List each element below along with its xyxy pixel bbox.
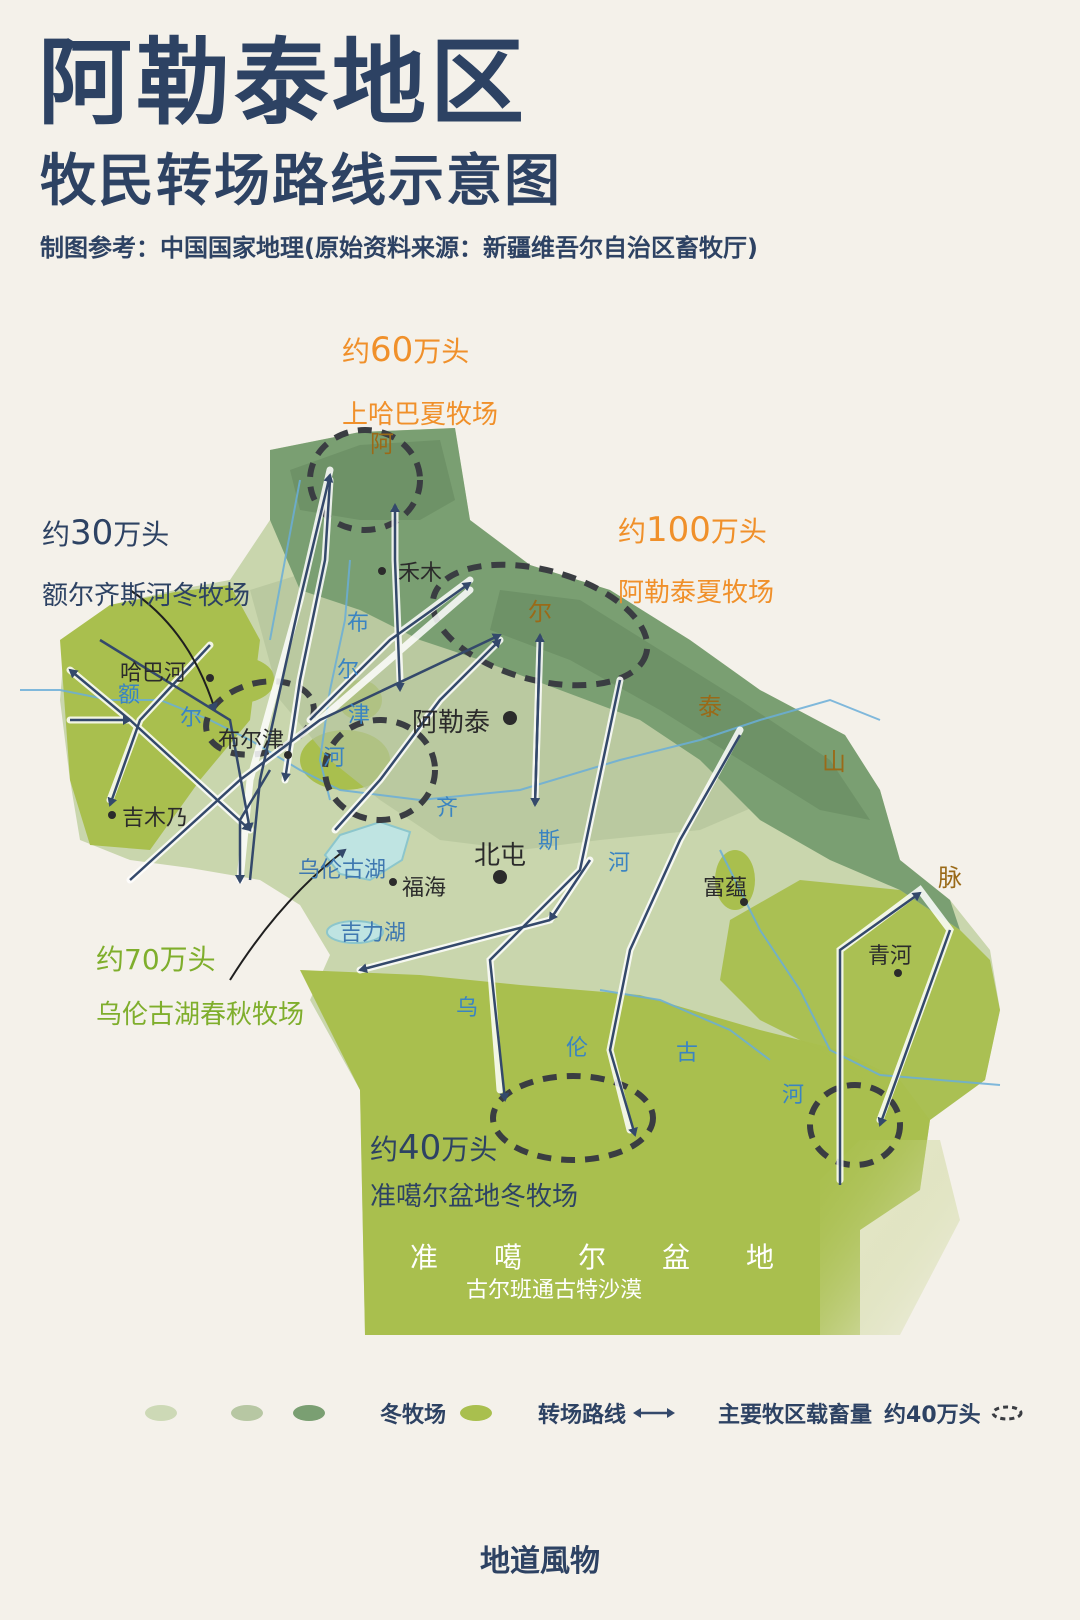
city-jeminay: 吉木乃 xyxy=(122,806,189,831)
mountain-char: 脉 xyxy=(938,864,962,892)
publisher-logo: 地道風物 xyxy=(480,1544,600,1579)
high-peaks xyxy=(290,440,870,820)
river-char: 齐 xyxy=(436,796,459,821)
river-char: 河 xyxy=(323,746,346,771)
city-fuhai: 福海 xyxy=(402,876,447,901)
mountain-char: 阿 xyxy=(370,430,394,458)
legend-swatch-summer xyxy=(293,1405,325,1421)
legend-route: 转场路线 xyxy=(538,1398,676,1428)
city-dot-jeminay xyxy=(108,811,116,819)
ring-burqin xyxy=(203,678,317,758)
winter-pasture-west xyxy=(60,585,260,850)
legend-capacity-example: 约40万头 xyxy=(884,1403,981,1428)
desert-gradient xyxy=(820,1140,960,1335)
city-fuyun: 富蕴 xyxy=(703,876,748,901)
city-burqin: 布尔津 xyxy=(218,728,285,753)
winter-pasture-burqin xyxy=(195,656,275,704)
lake-ulungur-label: 乌伦古湖 xyxy=(298,858,387,883)
legend-swatch-winter xyxy=(460,1405,493,1421)
ulungur-lake xyxy=(323,820,412,882)
city-dot-qinghe xyxy=(894,969,902,977)
mountain-char: 泰 xyxy=(698,693,722,721)
junggar-winter-count: 约40万头 xyxy=(370,1128,498,1168)
river-char: 乌 xyxy=(456,996,479,1021)
river-char: 尔 xyxy=(337,658,360,683)
city-dots xyxy=(108,567,902,977)
altay-summer-count: 约100万头 xyxy=(618,510,767,550)
city-qinghe: 青河 xyxy=(868,944,913,969)
city-dot-fuyun xyxy=(740,898,748,906)
mountain-char: 山 xyxy=(822,748,846,776)
city-beitun: 北屯 xyxy=(474,841,527,871)
jili-lake xyxy=(326,920,384,944)
irtysh-winter-name: 额尔齐斯河冬牧场 xyxy=(42,581,251,611)
river-char: 伦 xyxy=(566,1036,589,1061)
altay-summer-name: 阿勒泰夏牧场 xyxy=(618,578,775,608)
city-altay: 阿勒泰 xyxy=(412,708,491,738)
ring-qinghe xyxy=(807,1082,903,1168)
upper-habahe-name: 上哈巴夏牧场 xyxy=(342,400,499,430)
city-dot-hemu xyxy=(378,567,386,575)
legend-gradient xyxy=(145,1398,325,1428)
river-char: 河 xyxy=(608,851,631,876)
legend-swatch-light xyxy=(231,1405,263,1421)
city-dot-altay xyxy=(503,711,517,725)
ring-junggar xyxy=(490,1073,656,1163)
ulungur-name: 乌伦古湖春秋牧场 xyxy=(96,1000,305,1030)
double-arrow-icon xyxy=(633,1408,676,1418)
dashed-ring-icon xyxy=(991,1405,1023,1421)
desert-label: 古尔班通古特沙漠 xyxy=(466,1278,643,1303)
page-subtitle: 牧民转场路线示意图 xyxy=(40,148,562,214)
page-title: 阿勒泰地区 xyxy=(38,28,529,138)
river-char: 布 xyxy=(347,611,370,636)
winter-pasture-east xyxy=(720,880,1000,1120)
irtysh-winter-count: 约30万头 xyxy=(42,513,170,553)
city-dot-fuhai xyxy=(389,878,397,886)
river-char: 斯 xyxy=(538,829,561,854)
legend-swatch-pale xyxy=(145,1405,177,1421)
ring-altay-summer xyxy=(429,561,651,689)
pointer-irtysh xyxy=(129,589,218,712)
capacity-rings xyxy=(203,427,903,1168)
migration-arrows xyxy=(68,473,952,1185)
legend-capacity-label: 主要牧区载畜量 xyxy=(718,1403,873,1428)
river-char: 古 xyxy=(676,1041,699,1066)
mountain-char: 尔 xyxy=(528,598,552,626)
ring-upper-habahe xyxy=(307,427,423,533)
river-char: 额 xyxy=(118,683,141,708)
pointer-ulungur xyxy=(229,848,347,981)
lake-jili-label: 吉力湖 xyxy=(340,921,407,946)
river-char: 津 xyxy=(348,703,371,728)
upper-habahe-count: 约60万头 xyxy=(342,330,470,370)
legend-winter: 冬牧场 xyxy=(380,1398,493,1428)
ulungur-count: 约70万头 xyxy=(96,943,216,976)
city-habahe: 哈巴河 xyxy=(120,661,187,686)
river-char: 尔 xyxy=(180,706,203,731)
city-hemu: 禾木 xyxy=(398,561,443,586)
legend-capacity: 主要牧区载畜量 约40万头 xyxy=(718,1398,1025,1428)
city-dot-beitun xyxy=(493,870,507,884)
legend-route-label: 转场路线 xyxy=(538,1403,627,1428)
junggar-winter-name: 准噶尔盆地冬牧场 xyxy=(370,1182,579,1212)
basin-label: 准噶尔盆地 xyxy=(410,1241,831,1274)
ring-ulungur xyxy=(322,717,438,823)
city-dot-burqin xyxy=(284,751,292,759)
legend-winter-label: 冬牧场 xyxy=(380,1403,447,1428)
river-char: 河 xyxy=(782,1083,805,1108)
city-dot-habahe xyxy=(206,674,214,682)
map-source: 制图参考：中国国家地理(原始资料来源：新疆维吾尔自治区畜牧厅) xyxy=(40,234,758,262)
